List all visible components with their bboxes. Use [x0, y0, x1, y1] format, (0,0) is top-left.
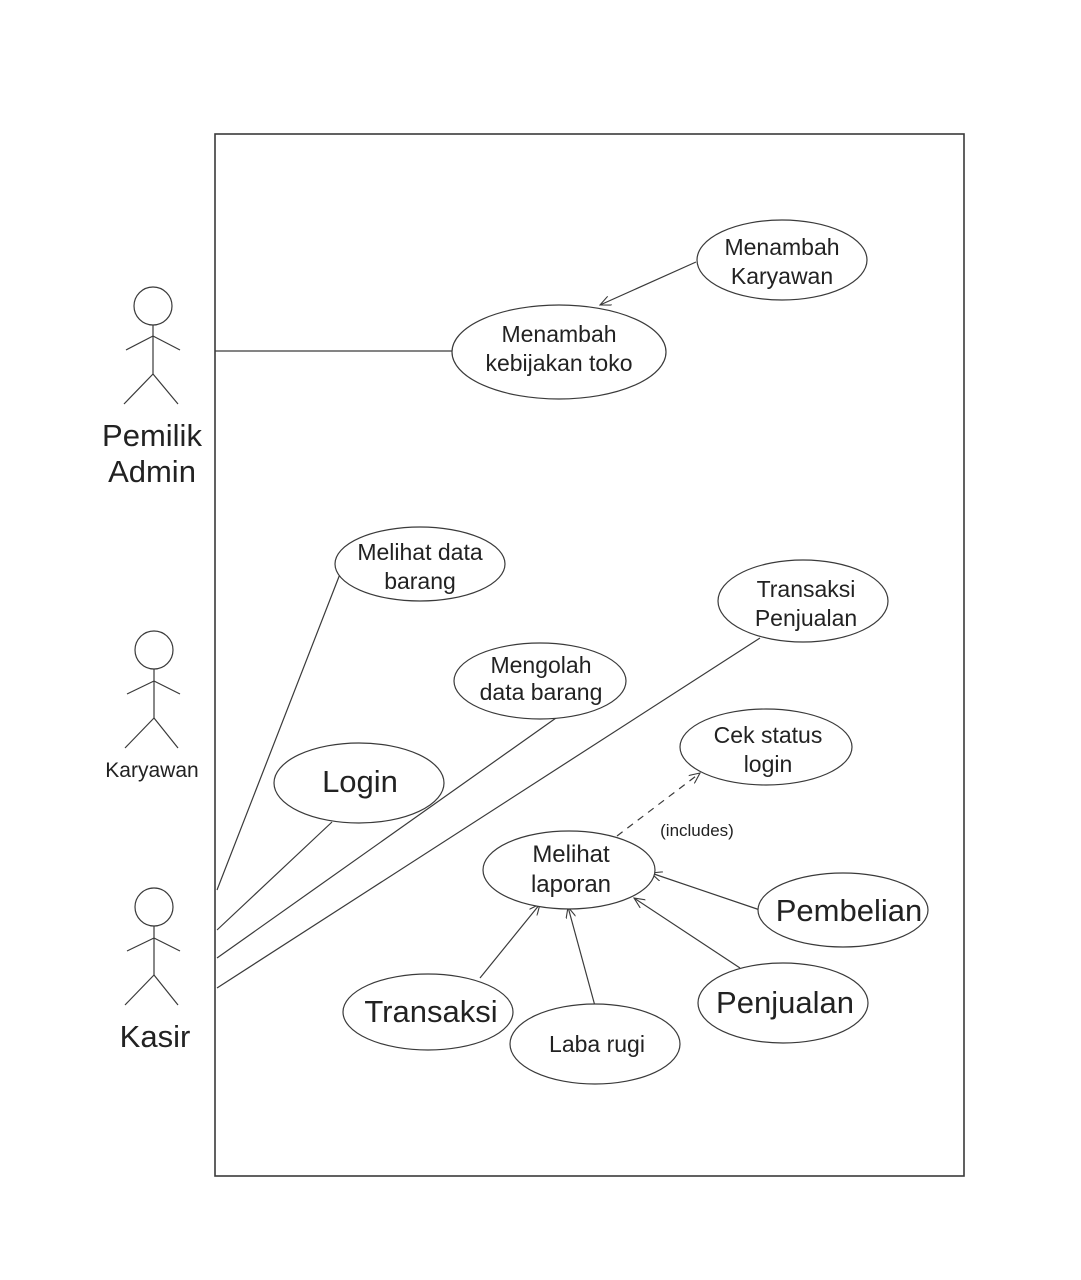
- use-case-pembelian-label: Pembelian: [776, 893, 922, 928]
- arrow-transaksi-to-laporan: [479, 904, 540, 979]
- include-arrow: [616, 773, 700, 837]
- arrow-karyawan-to-kebijakan: [600, 261, 697, 305]
- use-case-menambah-kebijakan-toko: Menambah kebijakan toko: [451, 304, 667, 400]
- actor-kasir-label: Kasir: [120, 1019, 191, 1054]
- use-case-melihat-data-barang: Melihat data barang: [334, 526, 506, 602]
- use-case-laba-rugi: Laba rugi: [509, 1003, 681, 1085]
- includes-label: (includes): [660, 821, 734, 840]
- use-case-mengolah-data-barang-line1: Mengolah: [490, 652, 591, 678]
- use-case-transaksi-penjualan-line1: Transaksi: [757, 576, 856, 602]
- use-case-transaksi-penjualan-line2: Penjualan: [755, 605, 857, 631]
- use-case-mengolah-data-barang: Mengolah data barang: [453, 642, 627, 720]
- actor-karyawan: Karyawan: [105, 630, 199, 782]
- use-case-melihat-data-barang-line1: Melihat data: [357, 539, 483, 565]
- assoc-kasir-mengolah-data-barang: [216, 717, 557, 959]
- use-case-menambah-karyawan: Menambah Karyawan: [696, 219, 868, 301]
- use-case-pembelian: Pembelian: [757, 872, 929, 948]
- use-case-menambah-kebijakan-line2: kebijakan toko: [485, 350, 632, 376]
- arrow-pembelian-to-laporan: [651, 873, 761, 911]
- stick-figure-icon: [124, 630, 181, 749]
- use-case-penjualan: Penjualan: [697, 962, 869, 1044]
- use-case-login: Login: [273, 742, 445, 824]
- use-case-melihat-data-barang-line2: barang: [384, 568, 456, 594]
- actor-kasir: Kasir: [120, 887, 191, 1054]
- assoc-kasir-login: [216, 821, 333, 931]
- use-case-transaksi: Transaksi: [342, 973, 514, 1051]
- use-case-menambah-karyawan-line1: Menambah: [724, 234, 839, 260]
- system-boundary: [214, 133, 965, 1177]
- associations: [215, 350, 761, 989]
- use-case-penjualan-label: Penjualan: [716, 985, 854, 1020]
- arrow-labarugi-to-laporan: [568, 907, 596, 1007]
- use-case-cek-status-login-line1: Cek status: [714, 722, 823, 748]
- use-case-login-label: Login: [322, 764, 398, 799]
- use-case-cek-status-login-line2: login: [744, 751, 793, 777]
- stick-figure-icon: [123, 286, 181, 405]
- use-case-menambah-karyawan-line2: Karyawan: [731, 263, 833, 289]
- actor-pemilik-admin-line1: Pemilik: [102, 418, 202, 453]
- use-case-transaksi-penjualan: Transaksi Penjualan: [717, 559, 889, 643]
- use-case-transaksi-label: Transaksi: [364, 994, 497, 1029]
- use-case-menambah-kebijakan-line1: Menambah: [501, 321, 616, 347]
- assoc-kasir-melihat-data-barang: [216, 573, 341, 891]
- use-case-mengolah-data-barang-line2: data barang: [480, 679, 603, 705]
- use-case-cek-status-login: Cek status login: [679, 708, 853, 786]
- assoc-kasir-transaksi-penjualan: [216, 637, 761, 989]
- use-case-laba-rugi-label: Laba rugi: [549, 1031, 645, 1057]
- use-case-melihat-laporan-line1: Melihat: [532, 841, 610, 868]
- actor-pemilik-admin: Pemilik Admin: [102, 286, 202, 489]
- stick-figure-icon: [124, 887, 181, 1006]
- arrow-penjualan-to-laporan: [634, 898, 741, 969]
- relations: [479, 261, 761, 1007]
- actor-pemilik-admin-line2: Admin: [108, 454, 196, 489]
- use-case-melihat-laporan: Melihat laporan: [482, 830, 656, 910]
- use-case-melihat-laporan-line2: laporan: [531, 871, 611, 898]
- actor-karyawan-label: Karyawan: [105, 759, 198, 782]
